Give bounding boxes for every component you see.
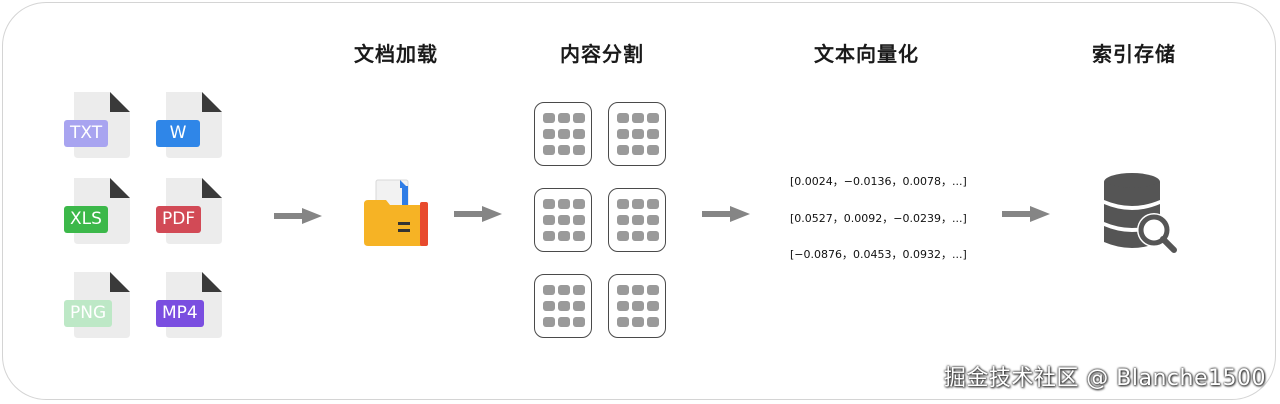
stage-title-load: 文档加载	[354, 42, 438, 66]
document-file-icon: MP4	[156, 272, 224, 338]
vector-row-3: [−0.0876，0.0453，0.0932，...]	[790, 248, 967, 261]
chunk-cell	[573, 199, 585, 209]
chunk-cell	[632, 215, 644, 225]
chunk-grid-icon	[608, 274, 666, 338]
chunk-cell	[573, 231, 585, 241]
chunk-cell	[617, 113, 629, 123]
chunk-grid-icon	[534, 274, 592, 338]
chunk-cell	[558, 231, 570, 241]
file-type-label: PNG	[64, 300, 113, 327]
chunk-cell	[558, 301, 570, 311]
arrow-right-icon	[274, 208, 322, 224]
chunk-cell	[617, 215, 629, 225]
document-file-icon: TXT	[64, 92, 132, 158]
chunk-cell	[543, 215, 555, 225]
vector-row-1: [0.0024，−0.0136，0.0078，...]	[790, 175, 967, 188]
chunk-cell	[573, 129, 585, 139]
file-type-label: W	[156, 120, 200, 147]
chunk-grid-icon	[608, 188, 666, 252]
chunk-cell	[543, 231, 555, 241]
chunk-cell	[647, 301, 659, 311]
chunk-grid-icon	[534, 188, 592, 252]
chunk-cell	[632, 231, 644, 241]
stage-title-vectorize: 文本向量化	[814, 42, 919, 66]
file-type-label: TXT	[64, 120, 109, 147]
chunk-cell	[647, 231, 659, 241]
stage-title-store: 索引存储	[1092, 42, 1176, 66]
chunk-cell	[543, 285, 555, 295]
arrow-right-icon	[702, 206, 750, 222]
chunk-cell	[647, 129, 659, 139]
chunk-grid-icon	[608, 102, 666, 166]
chunk-cell	[617, 145, 629, 155]
chunk-cell	[558, 199, 570, 209]
chunk-cell	[543, 317, 555, 327]
chunk-cell	[558, 145, 570, 155]
chunk-cell	[632, 113, 644, 123]
chunk-cell	[543, 199, 555, 209]
chunk-cell	[543, 129, 555, 139]
chunk-cell	[558, 215, 570, 225]
chunk-cell	[617, 317, 629, 327]
chunk-cell	[573, 317, 585, 327]
database-search-icon	[1104, 173, 1177, 253]
file-type-label: PDF	[156, 206, 202, 233]
chunk-cell	[632, 199, 644, 209]
chunk-cell	[617, 129, 629, 139]
chunk-cell	[647, 113, 659, 123]
chunk-cell	[617, 285, 629, 295]
chunk-cell	[543, 113, 555, 123]
document-file-icon: PNG	[64, 272, 132, 338]
chunk-cell	[558, 113, 570, 123]
arrow-right-icon	[1002, 206, 1050, 222]
chunk-cell	[632, 301, 644, 311]
chunk-cell	[632, 317, 644, 327]
vector-row-2: [0.0527，0.0092，−0.0239，...]	[790, 212, 967, 225]
chunk-cell	[647, 285, 659, 295]
chunk-cell	[617, 199, 629, 209]
chunk-grid-icon	[534, 102, 592, 166]
chunk-cell	[558, 317, 570, 327]
chunk-cell	[632, 129, 644, 139]
chunk-cell	[573, 285, 585, 295]
chunk-cell	[558, 129, 570, 139]
chunk-cell	[573, 215, 585, 225]
chunk-cell	[632, 285, 644, 295]
document-file-icon: XLS	[64, 178, 132, 244]
chunk-cell	[617, 231, 629, 241]
chunk-cell	[543, 145, 555, 155]
file-type-label: XLS	[64, 206, 108, 233]
chunk-cell	[543, 301, 555, 311]
chunk-cell	[558, 285, 570, 295]
stage-title-split: 内容分割	[560, 42, 644, 66]
chunk-cell	[573, 145, 585, 155]
file-type-label: MP4	[156, 300, 204, 327]
chunk-cell	[632, 145, 644, 155]
watermark: 掘金技术社区 @ Blanche1500	[943, 366, 1266, 391]
chunk-cell	[573, 113, 585, 123]
chunk-cell	[573, 301, 585, 311]
chunk-cell	[647, 215, 659, 225]
chunk-cell	[647, 199, 659, 209]
chunk-cell	[647, 317, 659, 327]
arrow-right-icon	[454, 206, 502, 222]
chunk-cell	[617, 301, 629, 311]
document-file-icon: PDF	[156, 178, 224, 244]
document-file-icon: W	[156, 92, 224, 158]
chunk-cell	[647, 145, 659, 155]
folder-icon	[364, 179, 428, 246]
